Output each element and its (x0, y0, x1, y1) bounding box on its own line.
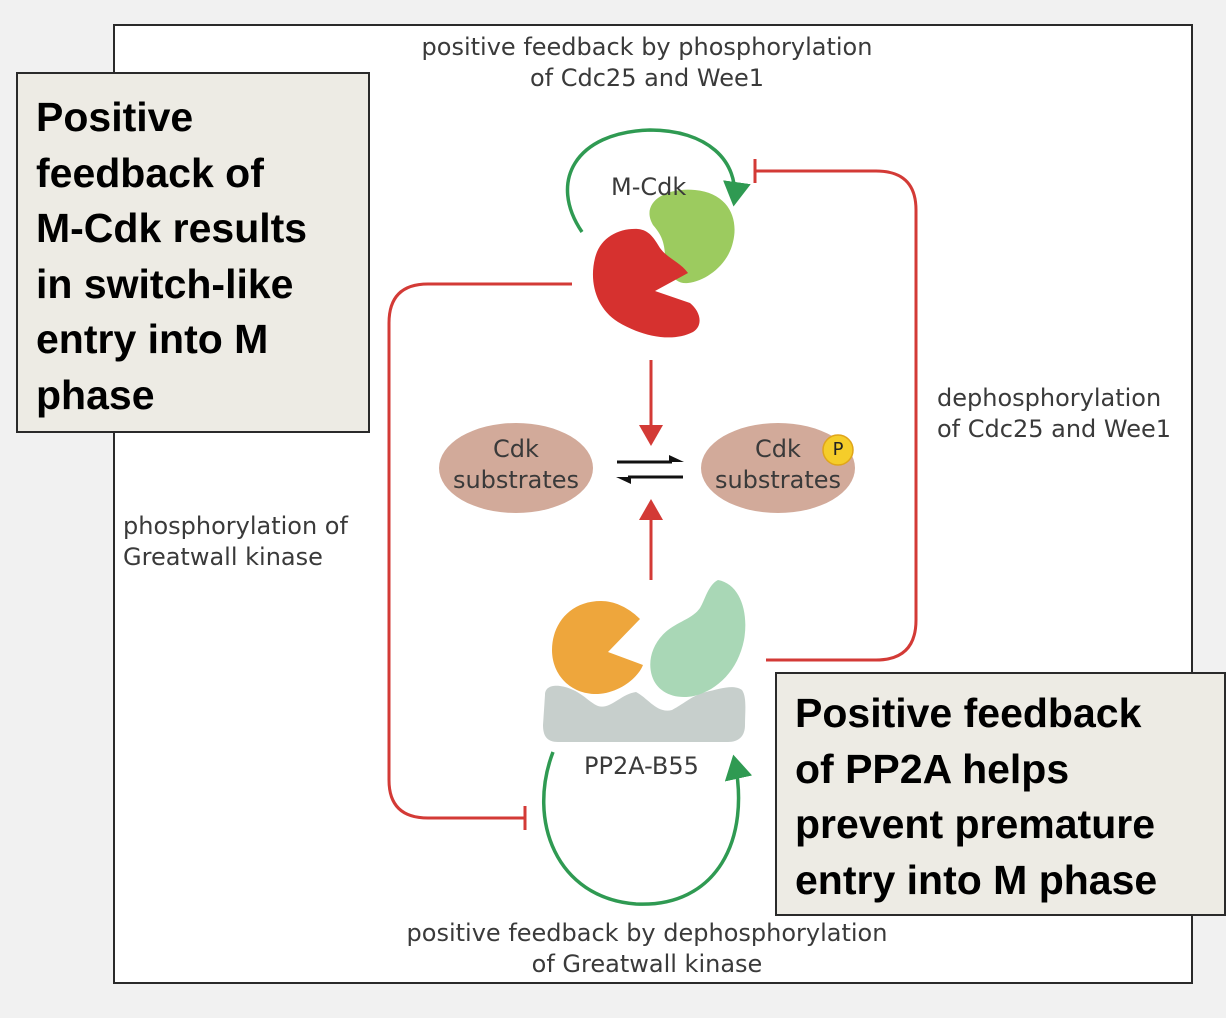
mcdk-callout: Positive feedback of M-Cdk results in sw… (16, 72, 370, 433)
left-path-label: phosphorylation of Greatwall kinase (123, 512, 348, 571)
pp2a-scaffold-subunit (543, 685, 746, 742)
equilibrium-arrows-icon (616, 455, 684, 484)
mcdk-inhibits-pp2a-line (387, 282, 572, 820)
mcdk-positive-feedback-arrow (565, 128, 751, 233)
bottom-feedback-label: positive feedback by dephosphorylation o… (406, 919, 888, 978)
right-path-label: dephosphorylation of Cdc25 and Wee1 (937, 384, 1172, 443)
mcdk-label: M-Cdk (611, 173, 687, 201)
pp2a-positive-feedback-arrow (542, 751, 753, 906)
substrate-left-label: Cdk substrates (452, 435, 580, 494)
phospho-badge (822, 434, 854, 466)
pp2a-regulatory-subunit (650, 580, 746, 698)
top-feedback-label: positive feedback by phosphorylation of … (421, 33, 873, 92)
pp2a-label: PP2A-B55 (584, 752, 699, 780)
pp2a-callout: Positive feedback of PP2A helps prevent … (775, 672, 1226, 916)
pp2a-inhibits-mcdk-line (755, 169, 918, 662)
phospho-badge-label: P (832, 439, 844, 460)
cdk-substrates-phosphorylated (701, 423, 855, 513)
cdk-substrates-unphosphorylated (439, 423, 593, 513)
pp2a-catalytic-subunit (552, 601, 643, 695)
substrate-right-label: Cdk substrates (714, 435, 842, 494)
mcdk-kinase-subunit (592, 228, 700, 338)
